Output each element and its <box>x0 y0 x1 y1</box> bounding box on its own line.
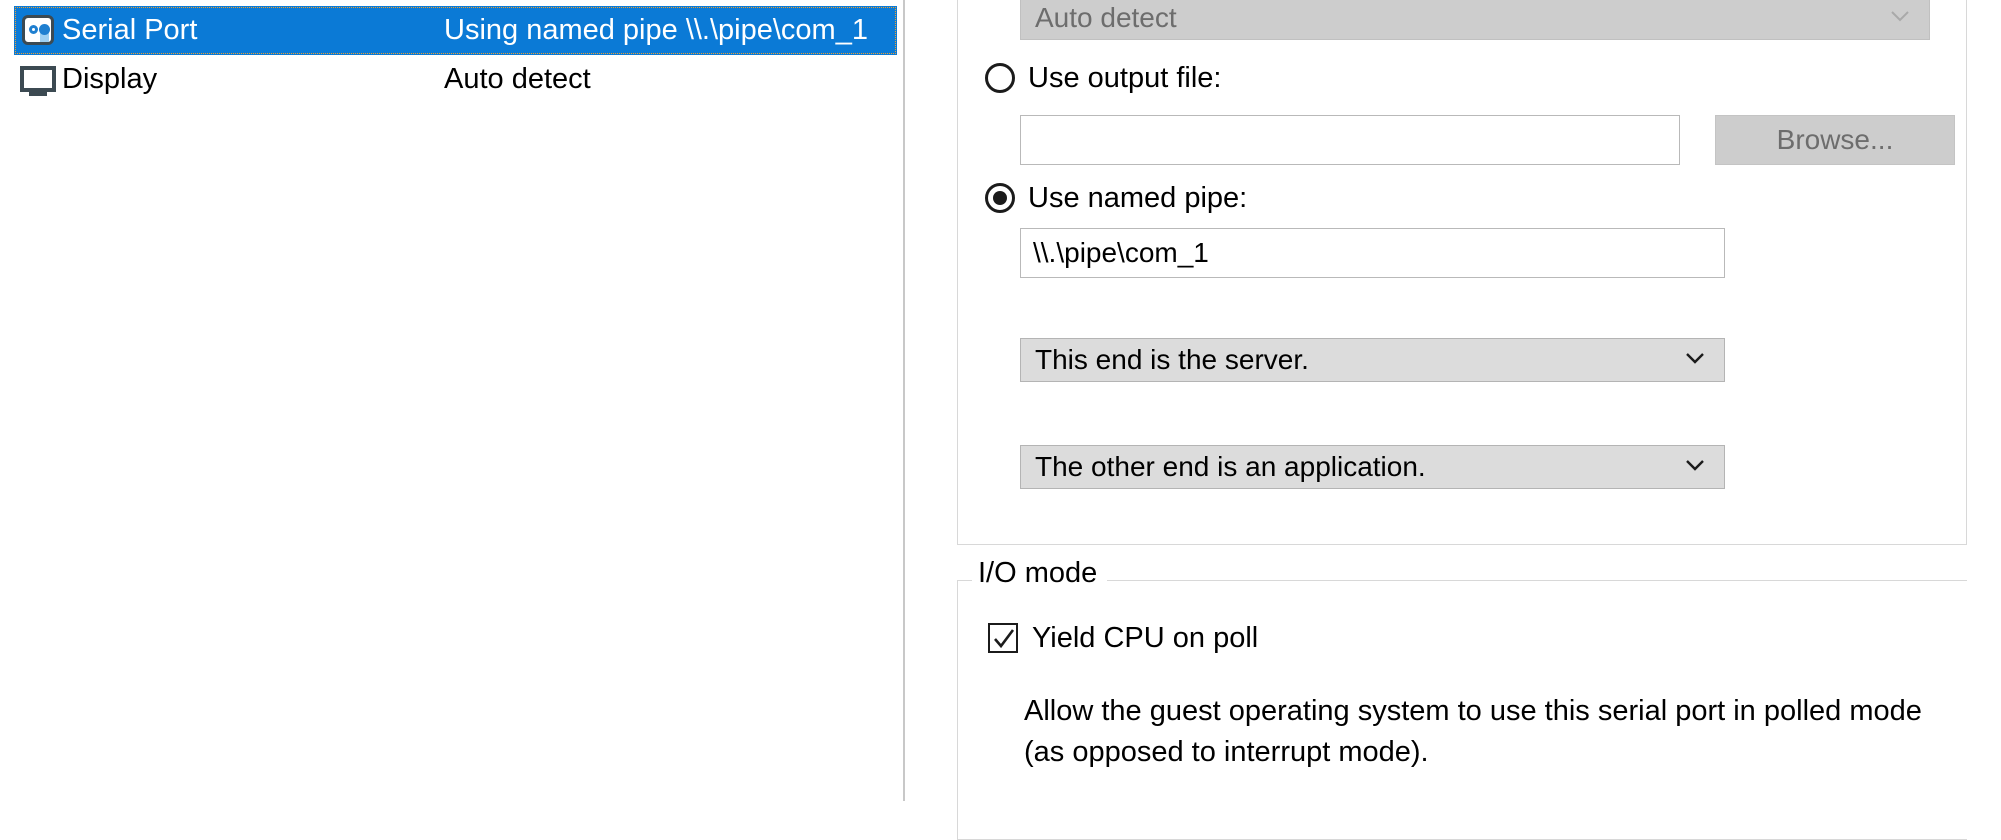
device-summary: Using named pipe \\.\pipe\com_1 <box>444 14 868 46</box>
settings-panel: Auto detect Use output file: Browse... U… <box>907 0 2001 840</box>
output-file-path-input[interactable] <box>1020 115 1680 165</box>
radio-indicator <box>985 63 1015 93</box>
combobox-value: The other end is an application. <box>1035 451 1426 482</box>
memory-icon <box>18 0 58 6</box>
radio-label: Use named pipe: <box>1028 181 1248 214</box>
io-mode-legend: I/O mode <box>972 559 1108 588</box>
io-mode-group: I/O mode Yield CPU on poll Allow the gue… <box>957 559 1967 840</box>
display-icon <box>18 60 58 100</box>
list-item-serial-port[interactable]: Serial Port Using named pipe \\.\pipe\co… <box>14 6 897 55</box>
input-value: \\.\pipe\com_1 <box>1033 237 1209 268</box>
device-list-panel[interactable]: Serial Port Using named pipe \\.\pipe\co… <box>0 0 905 801</box>
combobox-value: Auto detect <box>1035 1 1177 33</box>
checkbox-yield-cpu-on-poll[interactable]: Yield CPU on poll <box>988 623 1258 653</box>
radio-indicator <box>985 183 1015 213</box>
checkbox-label: Yield CPU on poll <box>1032 621 1259 654</box>
pipe-end-role-combobox[interactable]: This end is the server. <box>1020 338 1725 382</box>
serial-device-combobox[interactable]: Auto detect <box>1020 0 1930 40</box>
chevron-down-icon <box>1684 347 1706 369</box>
device-summary: Auto detect <box>444 63 591 95</box>
radio-use-named-pipe[interactable]: Use named pipe: <box>985 183 1247 213</box>
device-name: Display <box>62 63 158 95</box>
serial-port-icon <box>18 11 58 51</box>
io-mode-description: Allow the guest operating system to use … <box>1024 695 1922 769</box>
connection-group <box>957 0 1967 545</box>
checkbox-indicator <box>988 623 1018 653</box>
radio-label: Use output file: <box>1028 61 1222 94</box>
browse-button[interactable]: Browse... <box>1715 115 1955 165</box>
device-name: Serial Port <box>62 14 198 46</box>
chevron-down-icon <box>1684 454 1706 476</box>
radio-use-output-file[interactable]: Use output file: <box>985 63 1221 93</box>
combobox-value: This end is the server. <box>1035 344 1309 375</box>
named-pipe-input[interactable]: \\.\pipe\com_1 <box>1020 228 1725 278</box>
pipe-other-end-combobox[interactable]: The other end is an application. <box>1020 445 1725 489</box>
chevron-down-icon <box>1889 5 1911 27</box>
list-item-display[interactable]: Display Auto detect <box>14 55 897 104</box>
button-label: Browse... <box>1776 124 1894 155</box>
